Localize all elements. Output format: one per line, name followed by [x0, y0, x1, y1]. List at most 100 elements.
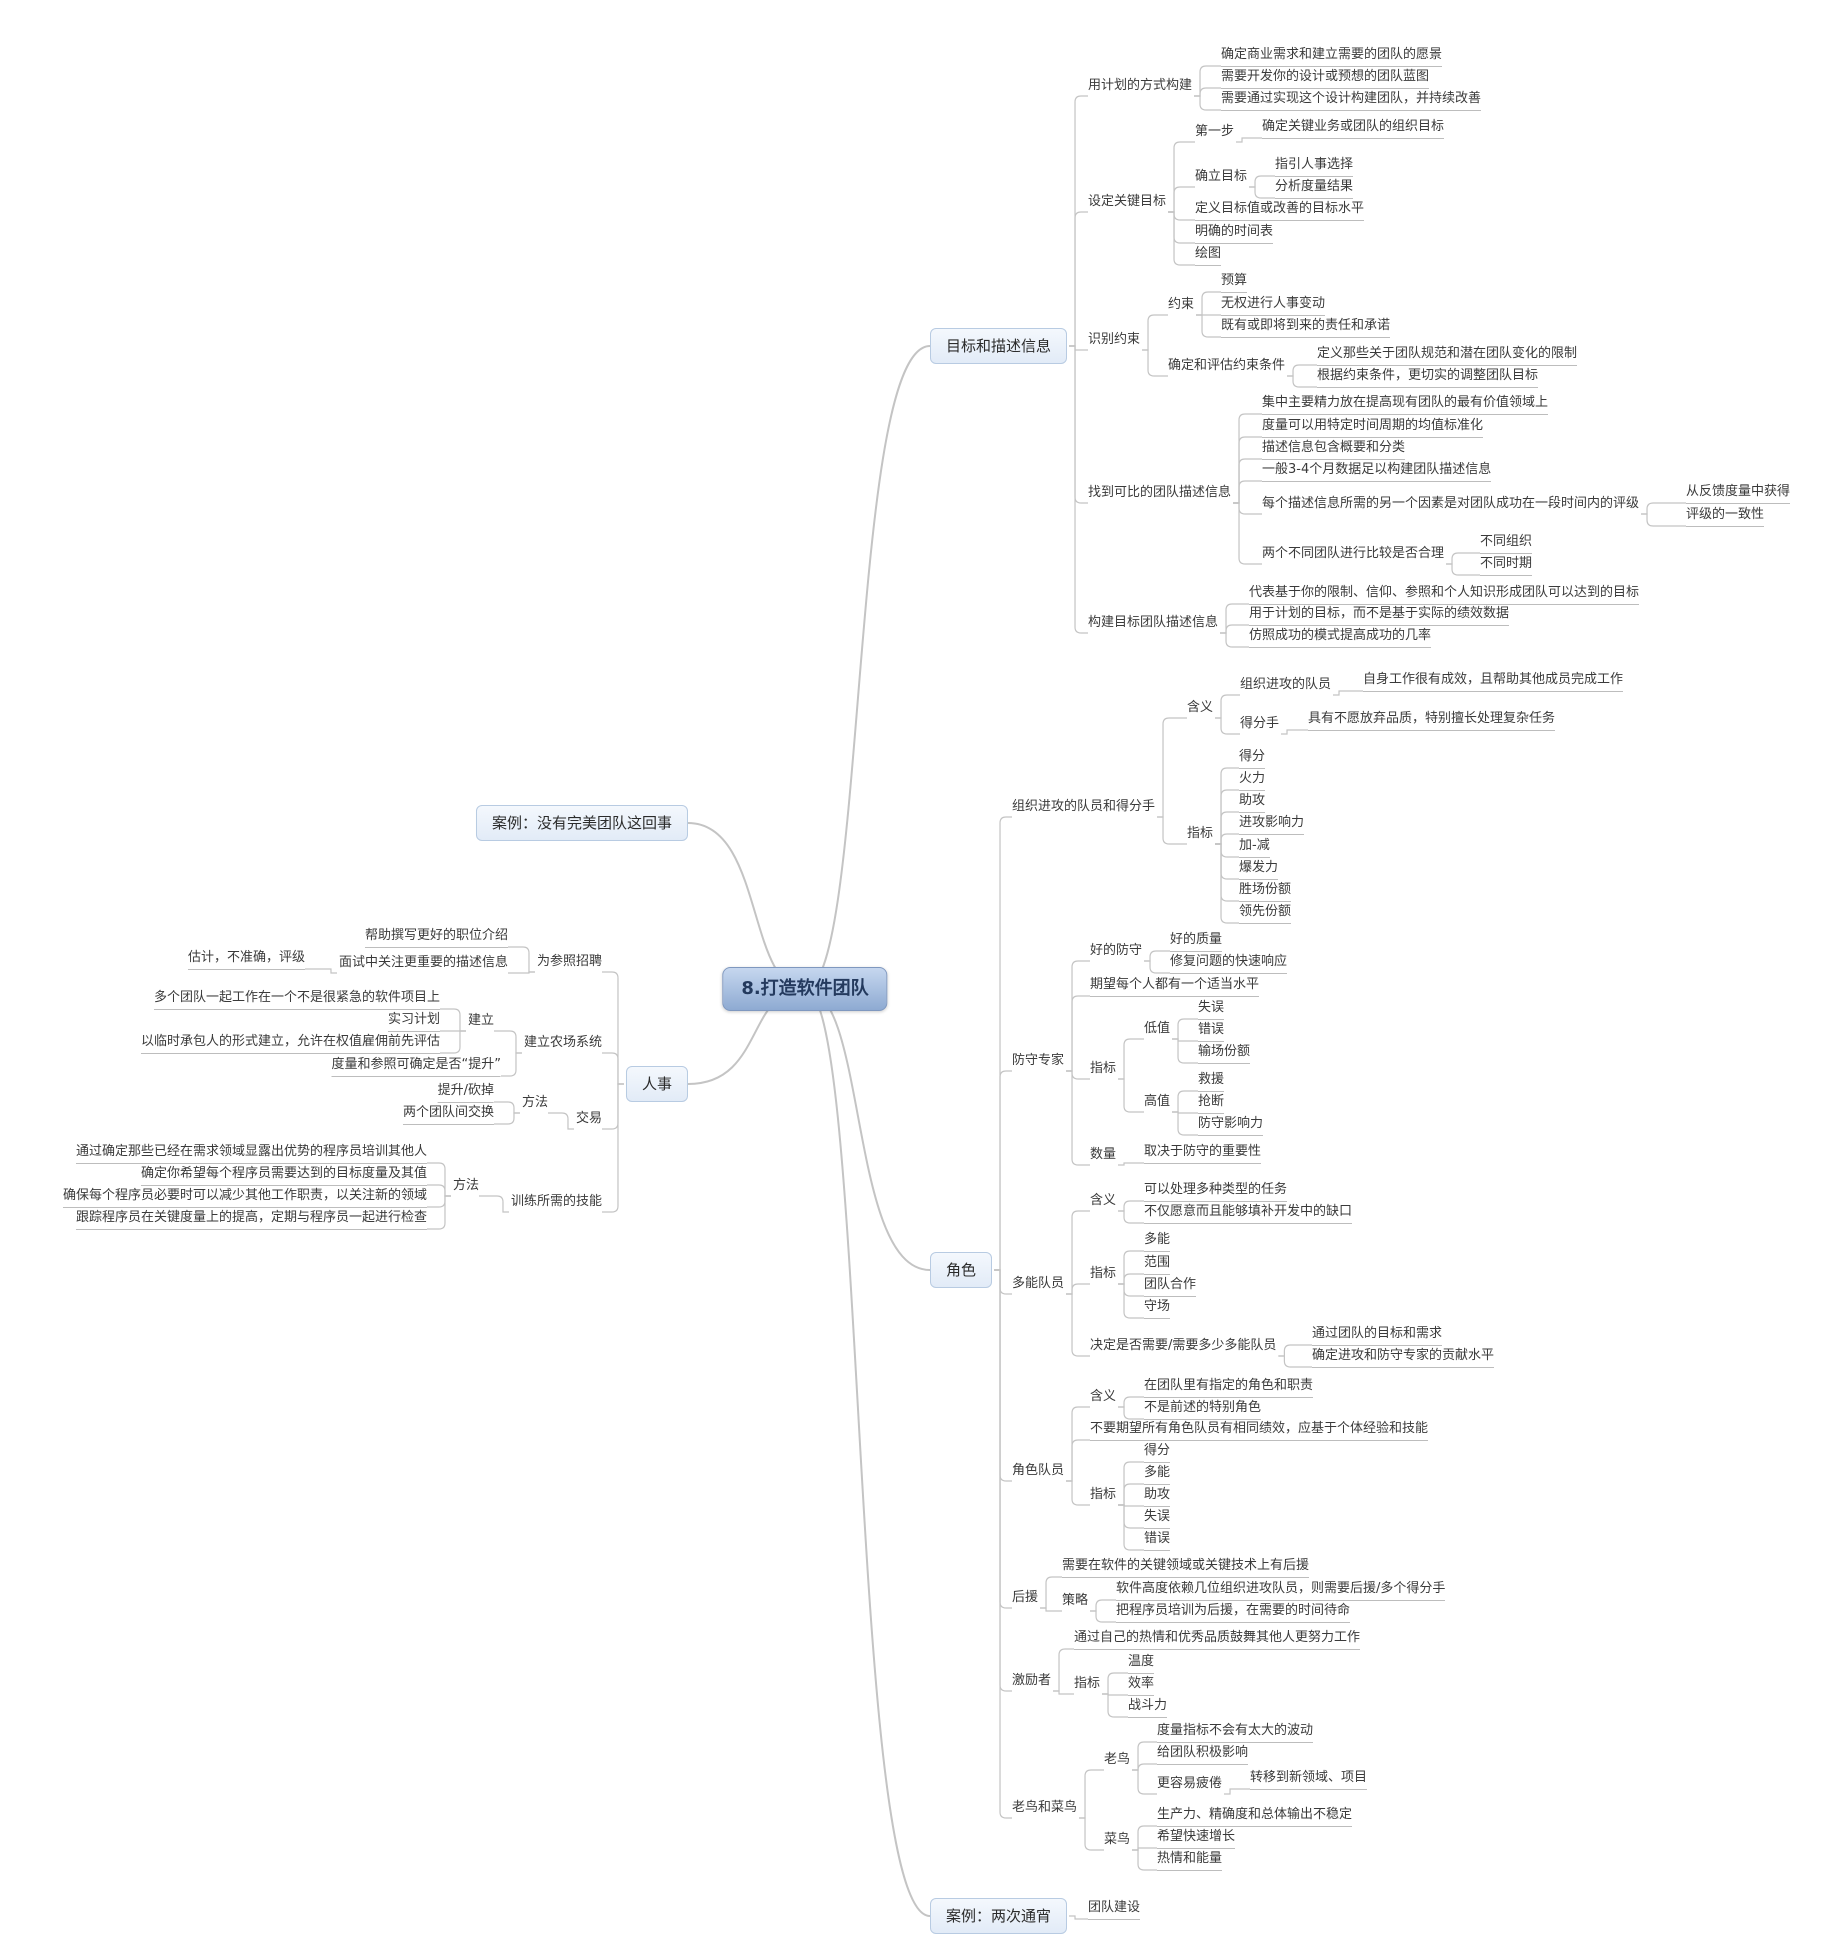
branch-topic[interactable]: 决定是否需要/需要多少多能队员 — [1090, 1338, 1277, 1353]
main-branch-topic[interactable]: 案例：两次通宵 — [930, 1898, 1068, 1934]
leaf-topic[interactable]: 定义那些关于团队规范和潜在团队变化的限制 — [1317, 343, 1578, 366]
leaf-topic[interactable]: 可以处理多种类型的任务 — [1144, 1179, 1288, 1202]
leaf-topic[interactable]: 抢断 — [1198, 1091, 1225, 1114]
branch-topic[interactable]: 低值 — [1144, 1021, 1171, 1036]
leaf-topic[interactable]: 加-减 — [1239, 835, 1270, 858]
leaf-topic[interactable]: 描述信息包含概要和分类 — [1262, 437, 1406, 460]
leaf-topic[interactable]: 度量指标不会有太大的波动 — [1157, 1720, 1314, 1743]
leaf-topic[interactable]: 绘图 — [1195, 243, 1222, 266]
branch-topic[interactable]: 角色队员 — [1012, 1463, 1065, 1478]
branch-topic[interactable]: 建立农场系统 — [523, 1035, 602, 1050]
branch-topic[interactable]: 方法 — [521, 1095, 548, 1110]
branch-topic[interactable]: 好的防守 — [1090, 943, 1143, 958]
branch-topic[interactable]: 高值 — [1144, 1094, 1171, 1109]
branch-topic[interactable]: 设定关键目标 — [1088, 194, 1167, 209]
leaf-topic[interactable]: 多能 — [1144, 1462, 1171, 1485]
leaf-topic[interactable]: 助攻 — [1144, 1484, 1171, 1507]
leaf-topic[interactable]: 需要开发你的设计或预想的团队蓝图 — [1221, 66, 1430, 89]
branch-topic[interactable]: 组织进攻的队员 — [1240, 677, 1332, 692]
branch-topic[interactable]: 后援 — [1012, 1590, 1039, 1605]
branch-topic[interactable]: 老鸟 — [1104, 1752, 1131, 1767]
branch-topic[interactable]: 第一步 — [1195, 124, 1235, 139]
branch-topic[interactable]: 含义 — [1090, 1193, 1117, 1208]
leaf-topic[interactable]: 把程序员培训为后援，在需要的时间待命 — [1116, 1600, 1351, 1623]
leaf-topic[interactable]: 评级的一致性 — [1686, 504, 1765, 527]
branch-topic[interactable]: 找到可比的团队描述信息 — [1088, 485, 1232, 500]
leaf-topic[interactable]: 希望快速增长 — [1157, 1826, 1236, 1849]
leaf-topic[interactable]: 需要通过实现这个设计构建团队，并持续改善 — [1221, 88, 1482, 111]
branch-topic[interactable]: 方法 — [452, 1178, 479, 1193]
leaf-topic[interactable]: 实习计划 — [387, 1009, 440, 1032]
leaf-topic[interactable]: 确定商业需求和建立需要的团队的愿景 — [1221, 44, 1443, 67]
leaf-topic[interactable]: 给团队积极影响 — [1157, 1742, 1249, 1765]
branch-topic[interactable]: 每个描述信息所需的另一个因素是对团队成功在一段时间内的评级 — [1262, 496, 1640, 511]
leaf-topic[interactable]: 不是前述的特别角色 — [1144, 1397, 1262, 1420]
leaf-topic[interactable]: 集中主要精力放在提高现有团队的最有价值领域上 — [1262, 392, 1549, 415]
leaf-topic[interactable]: 度量和参照可确定是否“提升” — [331, 1054, 501, 1077]
leaf-topic[interactable]: 战斗力 — [1128, 1695, 1168, 1718]
leaf-topic[interactable]: 提升/砍掉 — [437, 1080, 494, 1103]
leaf-topic[interactable]: 确保每个程序员必要时可以减少其他工作职责，以关注新的领域 — [62, 1185, 427, 1208]
leaf-topic[interactable]: 得分 — [1239, 746, 1266, 769]
leaf-topic[interactable]: 火力 — [1239, 768, 1266, 791]
leaf-topic[interactable]: 不仅愿意而且能够填补开发中的缺口 — [1144, 1201, 1353, 1224]
leaf-topic[interactable]: 转移到新领域、项目 — [1250, 1767, 1368, 1790]
leaf-topic[interactable]: 指引人事选择 — [1275, 154, 1354, 177]
leaf-topic[interactable]: 预算 — [1221, 270, 1248, 293]
leaf-topic[interactable]: 从反馈度量中获得 — [1686, 481, 1791, 504]
branch-topic[interactable]: 识别约束 — [1088, 332, 1141, 347]
central-topic[interactable]: 8.打造软件团队 — [722, 967, 888, 1011]
branch-topic[interactable]: 约束 — [1168, 297, 1195, 312]
leaf-topic[interactable]: 跟踪程序员在关键度量上的提高，定期与程序员一起进行检查 — [75, 1207, 427, 1230]
branch-topic[interactable]: 组织进攻的队员和得分手 — [1012, 799, 1156, 814]
leaf-topic[interactable]: 领先份额 — [1239, 901, 1292, 924]
branch-topic[interactable]: 防守专家 — [1012, 1053, 1065, 1068]
leaf-topic[interactable]: 多个团队一起工作在一个不是很紧急的软件项目上 — [153, 987, 440, 1010]
leaf-topic[interactable]: 分析度量结果 — [1275, 176, 1354, 199]
leaf-topic[interactable]: 无权进行人事变动 — [1221, 293, 1326, 316]
leaf-topic[interactable]: 自身工作很有成效，且帮助其他成员完成工作 — [1363, 669, 1624, 692]
leaf-topic[interactable]: 帮助撰写更好的职位介绍 — [364, 925, 508, 948]
leaf-topic[interactable]: 不同组织 — [1480, 531, 1533, 554]
leaf-topic[interactable]: 多能 — [1144, 1229, 1171, 1252]
leaf-topic[interactable]: 生产力、精确度和总体输出不稳定 — [1157, 1804, 1353, 1827]
leaf-topic[interactable]: 热情和能量 — [1157, 1848, 1223, 1871]
branch-topic[interactable]: 指标 — [1090, 1061, 1117, 1076]
leaf-topic[interactable]: 既有或即将到来的责任和承诺 — [1221, 315, 1391, 338]
branch-topic[interactable]: 指标 — [1090, 1266, 1117, 1281]
leaf-topic[interactable]: 爆发力 — [1239, 857, 1279, 880]
leaf-topic[interactable]: 代表基于你的限制、信仰、参照和个人知识形成团队可以达到的目标 — [1249, 582, 1640, 605]
leaf-topic[interactable]: 失误 — [1144, 1506, 1171, 1529]
leaf-topic[interactable]: 取决于防守的重要性 — [1144, 1141, 1262, 1164]
leaf-topic[interactable]: 温度 — [1128, 1651, 1155, 1674]
branch-topic[interactable]: 确定和评估约束条件 — [1168, 358, 1286, 373]
leaf-topic[interactable]: 确定你希望每个程序员需要达到的目标度量及其值 — [140, 1163, 427, 1186]
leaf-topic[interactable]: 具有不愿放弃品质，特别擅长处理复杂任务 — [1308, 708, 1556, 731]
leaf-topic[interactable]: 得分 — [1144, 1440, 1171, 1463]
branch-topic[interactable]: 指标 — [1074, 1676, 1101, 1691]
main-branch-topic[interactable]: 目标和描述信息 — [930, 328, 1068, 364]
leaf-topic[interactable]: 通过团队的目标和需求 — [1312, 1323, 1443, 1346]
branch-topic[interactable]: 得分手 — [1240, 716, 1280, 731]
branch-topic[interactable]: 指标 — [1187, 826, 1214, 841]
leaf-topic[interactable]: 范围 — [1144, 1252, 1171, 1275]
branch-topic[interactable]: 含义 — [1187, 700, 1214, 715]
branch-topic[interactable]: 建立 — [467, 1013, 494, 1028]
leaf-topic[interactable]: 团队合作 — [1144, 1274, 1197, 1297]
leaf-topic[interactable]: 不要期望所有角色队员有相同绩效，应基于个体经验和技能 — [1090, 1418, 1429, 1441]
leaf-topic[interactable]: 定义目标值或改善的目标水平 — [1195, 198, 1365, 221]
branch-topic[interactable]: 菜鸟 — [1104, 1832, 1131, 1847]
leaf-topic[interactable]: 两个团队间交换 — [402, 1102, 494, 1125]
leaf-topic[interactable]: 以临时承包人的形式建立，允许在权值雇佣前先评估 — [140, 1031, 440, 1054]
branch-topic[interactable]: 交易 — [575, 1111, 602, 1126]
leaf-topic[interactable]: 度量可以用特定时间周期的均值标准化 — [1262, 415, 1484, 438]
leaf-topic[interactable]: 效率 — [1128, 1673, 1155, 1696]
leaf-topic[interactable]: 软件高度依赖几位组织进攻队员，则需要后援/多个得分手 — [1116, 1578, 1446, 1601]
leaf-topic[interactable]: 估计，不准确，评级 — [187, 947, 305, 970]
branch-topic[interactable]: 训练所需的技能 — [510, 1194, 602, 1209]
leaf-topic[interactable]: 团队建设 — [1088, 1897, 1141, 1920]
branch-topic[interactable]: 构建目标团队描述信息 — [1088, 615, 1219, 630]
branch-topic[interactable]: 确立目标 — [1195, 169, 1248, 184]
leaf-topic[interactable]: 通过自己的热情和优秀品质鼓舞其他人更努力工作 — [1074, 1627, 1361, 1650]
branch-topic[interactable]: 更容易疲倦 — [1157, 1776, 1223, 1791]
